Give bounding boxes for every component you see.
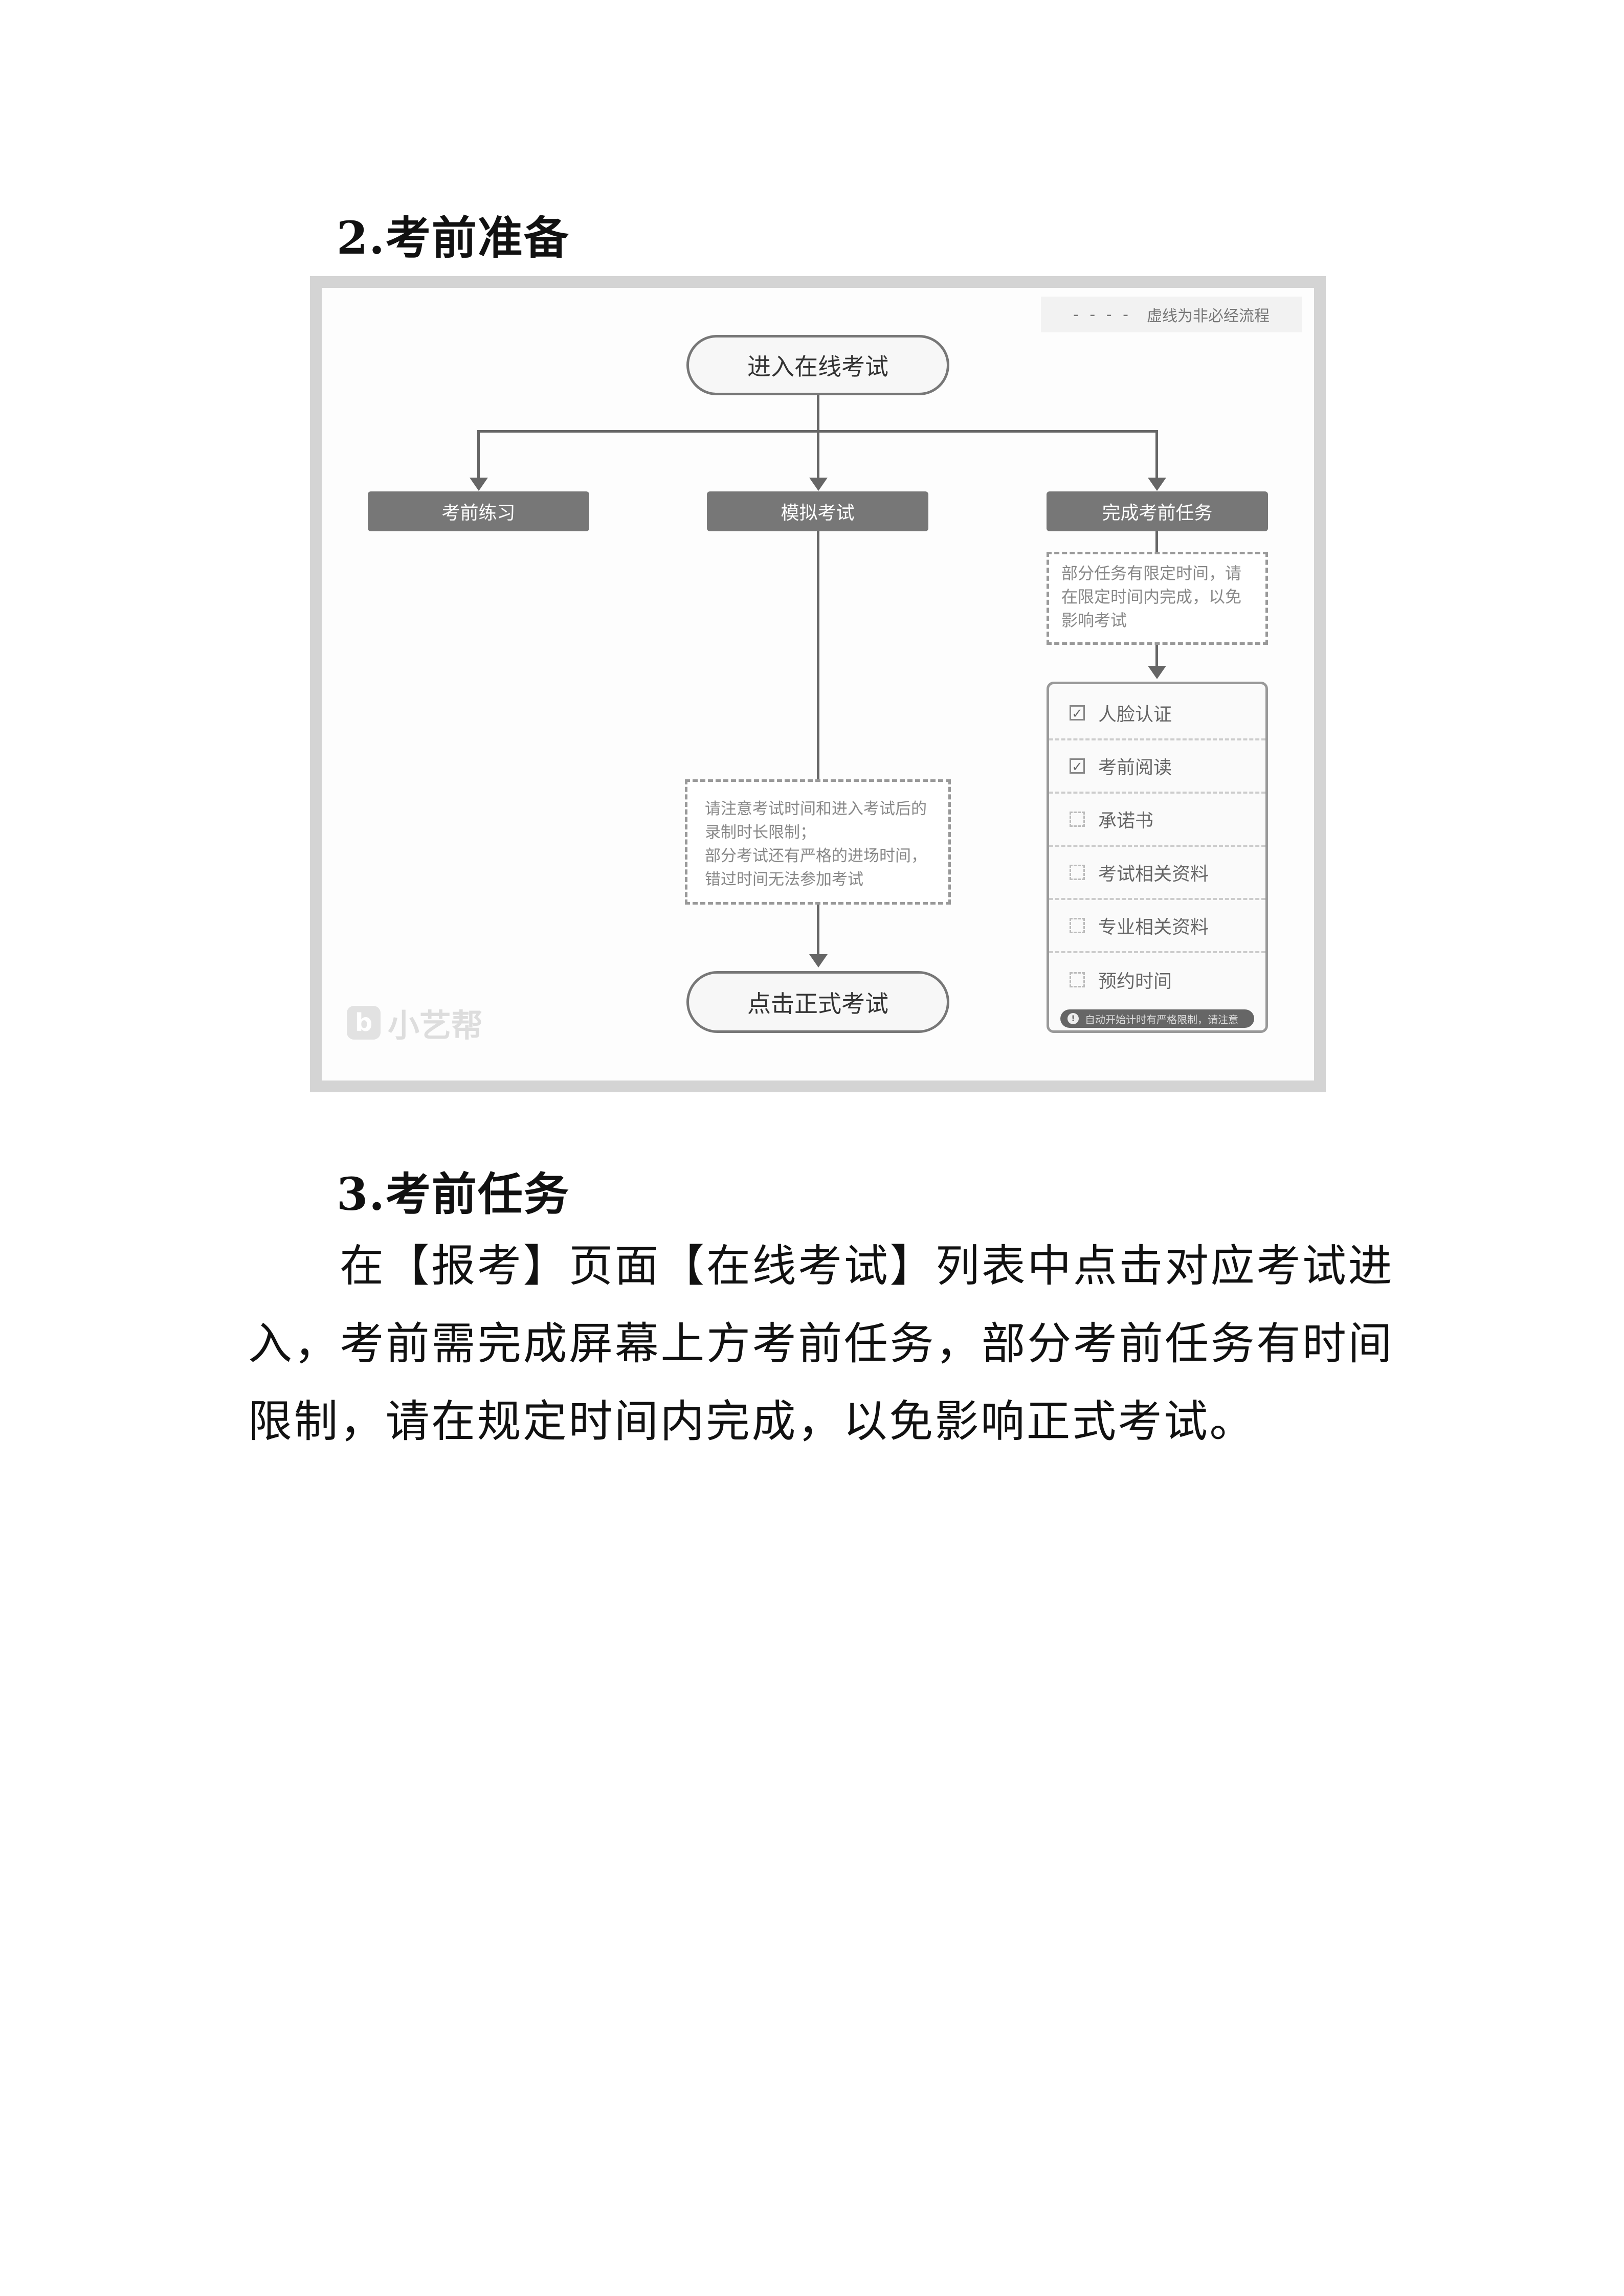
note-line: 错过时间无法参加考试: [705, 870, 863, 889]
legend-label: 虚线为非必经流程: [1146, 307, 1270, 325]
branch-practice: 考前练习: [368, 491, 589, 531]
task-checklist: ✓ 人脸认证 ✓ 考前阅读 承诺书 考试相关资料 专业相关资料 预约时间 ! 自动开…: [1047, 682, 1268, 1033]
diagram-legend: - - - - 虚线为非必经流程: [1041, 297, 1302, 332]
arrow-icon: [809, 478, 828, 491]
task-time-note: 部分任务有限定时间，请在限定时间内完成，以免影响考试: [1047, 552, 1268, 645]
task-label: 人脸认证: [1098, 704, 1172, 725]
end-node: 点击正式考试: [686, 971, 949, 1033]
task-label: 预约时间: [1098, 971, 1172, 992]
start-node: 进入在线考试: [686, 335, 949, 395]
connector: [817, 531, 819, 779]
arrow-icon: [809, 954, 828, 967]
note-line: 部分考试还有严格的进场时间，: [705, 847, 927, 865]
branch-pre-exam-tasks: 完成考前任务: [1047, 491, 1268, 531]
checkbox-empty-icon: [1070, 865, 1085, 880]
connector: [477, 430, 480, 479]
exam-time-note: 请注意考试时间和进入考试后的 录制时长限制； 部分考试还有严格的进场时间， 错过…: [685, 779, 951, 905]
checkbox-empty-icon: [1070, 812, 1085, 827]
checkbox-checked-icon: ✓: [1070, 758, 1085, 774]
notice-text: 自动开始计时有严格限制，请注意: [1085, 1013, 1238, 1026]
connector: [817, 905, 819, 956]
task-label: 承诺书: [1098, 811, 1154, 831]
task-label: 考前阅读: [1098, 757, 1172, 778]
task-item-major-materials[interactable]: 专业相关资料: [1049, 900, 1265, 953]
connector: [817, 395, 819, 480]
info-icon: !: [1067, 1013, 1079, 1024]
connector: [1155, 430, 1158, 479]
task-item-pledge[interactable]: 承诺书: [1049, 794, 1265, 847]
task-label: 专业相关资料: [1098, 917, 1209, 938]
note-line: 录制时长限制；: [705, 823, 816, 842]
arrow-icon: [1148, 478, 1166, 491]
task-item-face-auth[interactable]: ✓ 人脸认证: [1049, 687, 1265, 740]
task-item-appointment[interactable]: 预约时间: [1049, 953, 1265, 1006]
checkbox-empty-icon: [1070, 918, 1085, 933]
section-heading-prep: 2.考前准备: [337, 211, 570, 264]
checkbox-empty-icon: [1070, 972, 1085, 987]
task-item-exam-materials[interactable]: 考试相关资料: [1049, 847, 1265, 900]
checkbox-checked-icon: ✓: [1070, 705, 1085, 721]
arrow-icon: [1148, 666, 1166, 679]
note-line: 请注意考试时间和进入考试后的: [705, 800, 927, 818]
logo-text: 小艺帮: [388, 1007, 483, 1044]
logo-icon: b: [347, 1006, 381, 1040]
checklist-notice: ! 自动开始计时有严格限制，请注意: [1060, 1009, 1254, 1028]
logo: b 小艺帮: [347, 1001, 483, 1045]
task-item-reading[interactable]: ✓ 考前阅读: [1049, 740, 1265, 794]
task-label: 考试相关资料: [1098, 864, 1209, 885]
legend-dash: - - - -: [1073, 305, 1131, 324]
connector: [1155, 645, 1158, 668]
body-paragraph: 在【报考】页面【在线考试】列表中点击对应考试进入，考前需完成屏幕上方考前任务，部…: [248, 1241, 1394, 1447]
connector: [1155, 531, 1158, 552]
branch-mock-exam: 模拟考试: [707, 491, 928, 531]
section-heading-tasks: 3.考前任务: [337, 1167, 570, 1221]
connector: [478, 430, 1157, 433]
arrow-icon: [470, 478, 488, 491]
